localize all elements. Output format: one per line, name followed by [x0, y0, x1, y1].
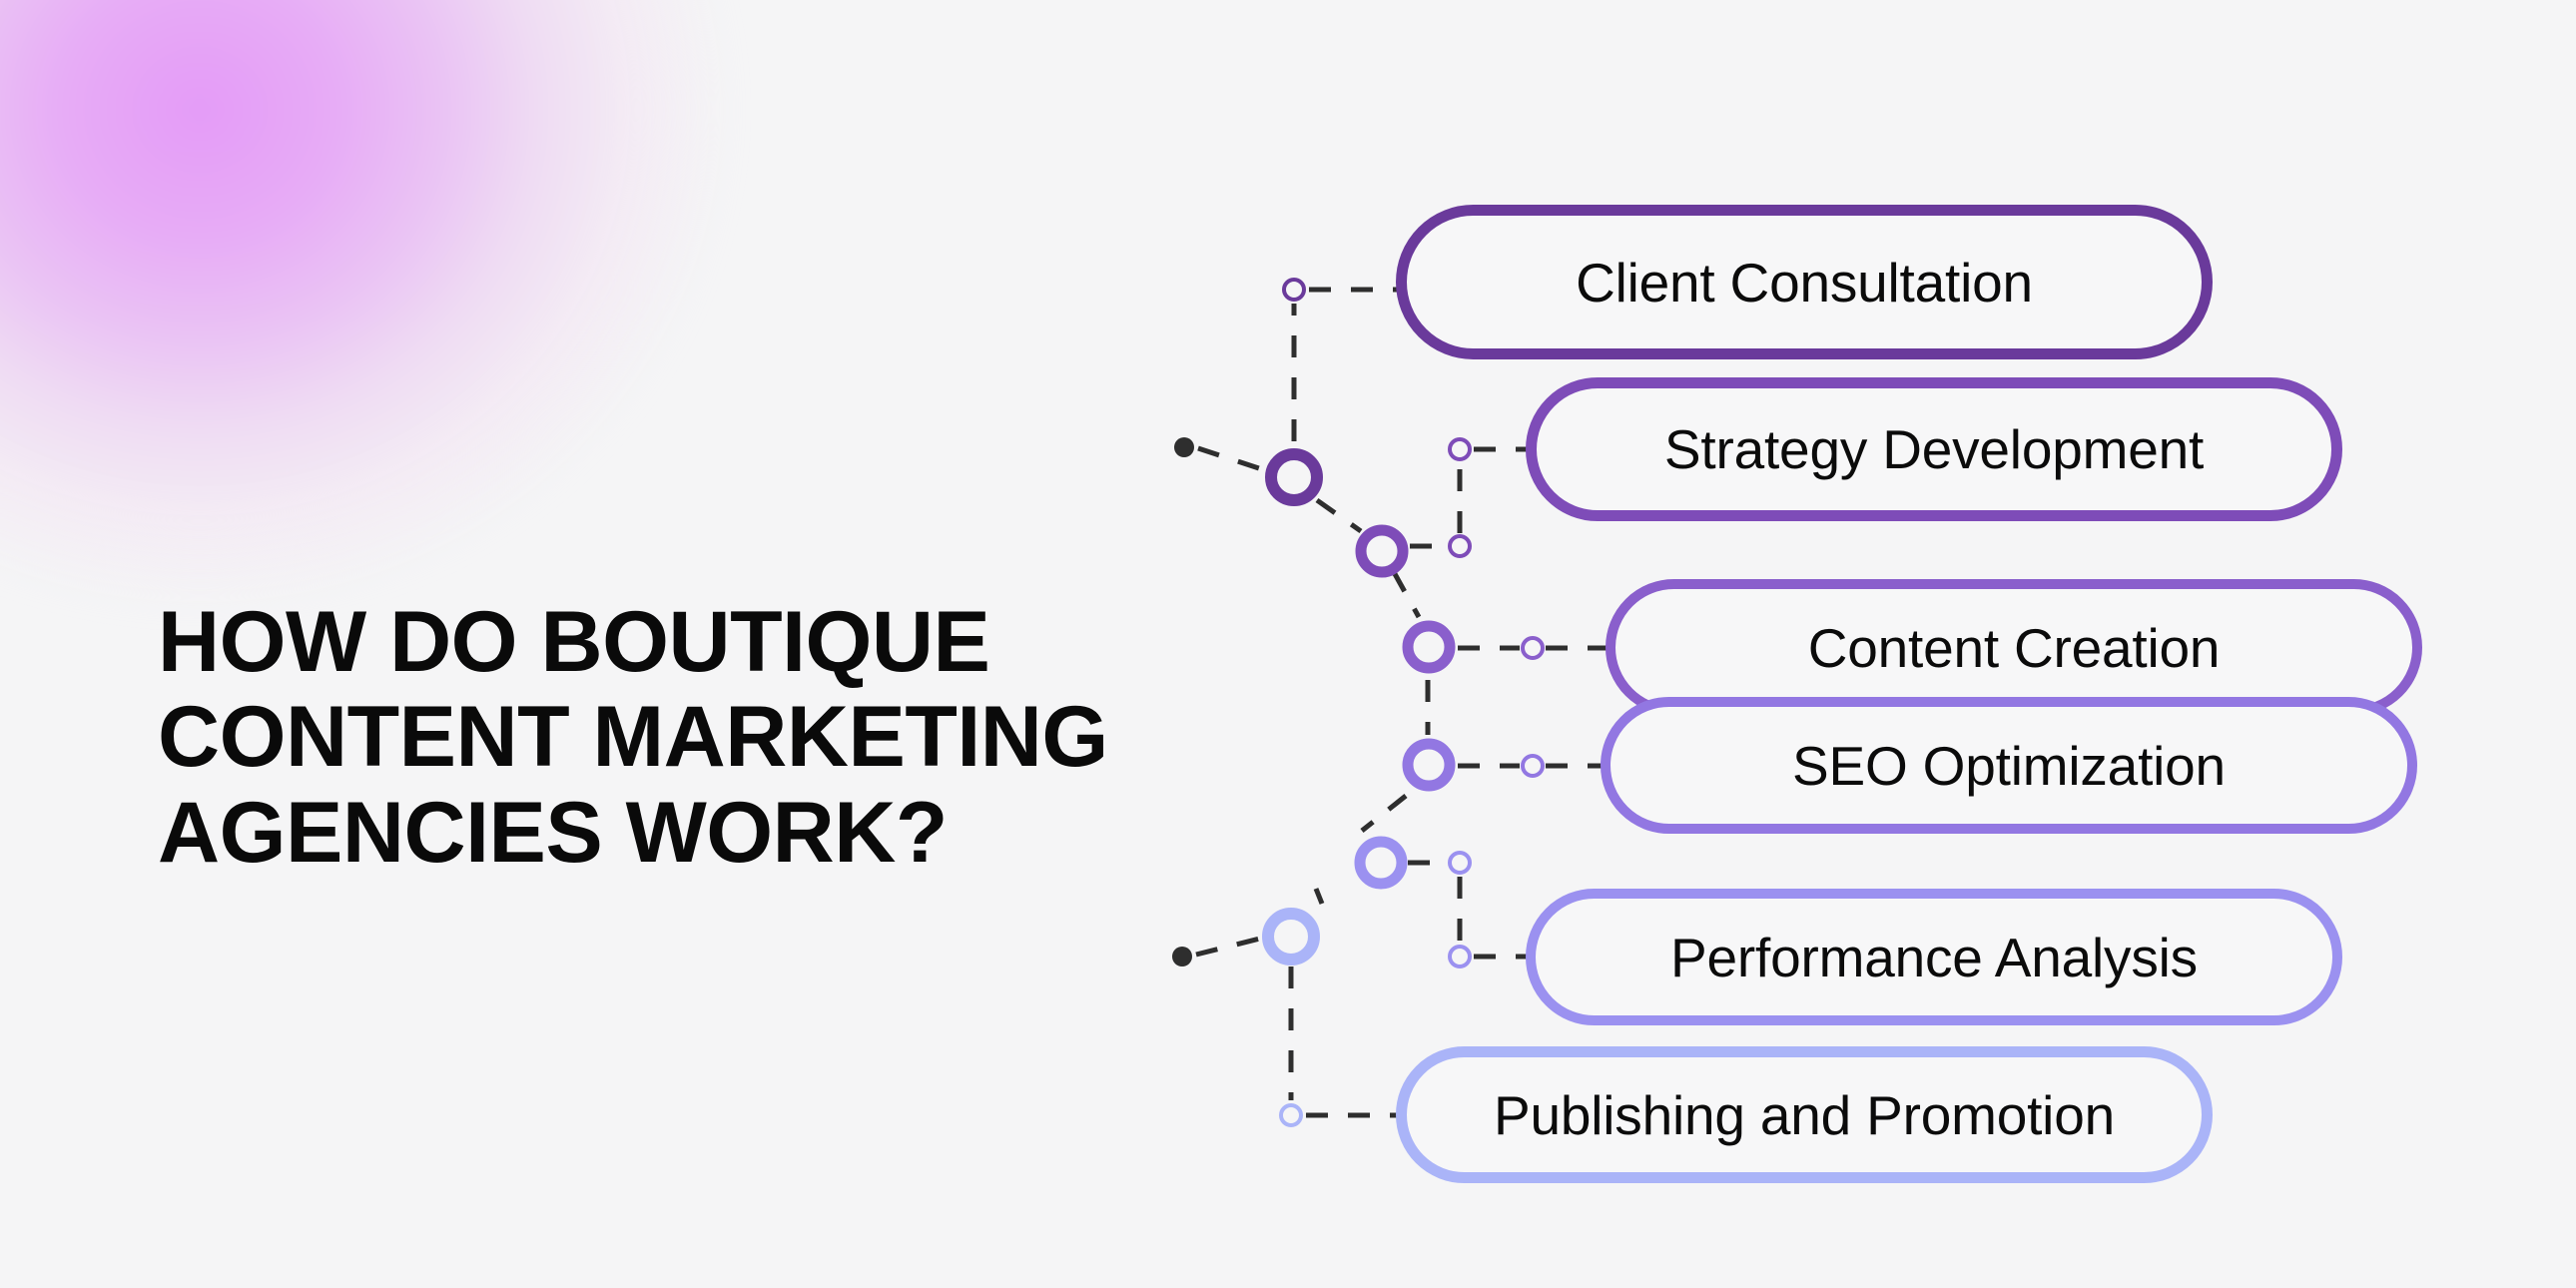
node-dot-pill-1 — [1282, 278, 1306, 302]
wire-anchor-to-ring-1 — [1197, 445, 1266, 473]
node-dot-pill-2-upper — [1448, 437, 1472, 461]
step-pill-1-label: Client Consultation — [1576, 251, 2033, 314]
step-ring-5 — [1354, 836, 1408, 890]
step-pill-1[interactable]: Client Consultation — [1396, 205, 2213, 359]
wire-ring-4-to-ring-5 — [1360, 794, 1408, 833]
step-pill-4[interactable]: SEO Optimization — [1601, 697, 2417, 834]
step-pill-6[interactable]: Publishing and Promotion — [1396, 1046, 2213, 1183]
wire-ring-1-to-ring-2 — [1315, 497, 1363, 534]
page-title: HOW DO BOUTIQUE CONTENT MARKETING AGENCI… — [158, 593, 1256, 881]
step-pill-5-label: Performance Analysis — [1670, 926, 2198, 988]
page-title-line-3: AGENCIES WORK? — [158, 784, 948, 881]
anchor-dot-upper — [1174, 437, 1194, 457]
node-dot-pill-4 — [1521, 754, 1545, 778]
step-pill-5[interactable]: Performance Analysis — [1526, 889, 2342, 1025]
step-ring-1 — [1265, 448, 1323, 506]
step-ring-2 — [1355, 524, 1409, 578]
anchor-dot-lower — [1172, 947, 1192, 966]
node-dot-pill-5-upper — [1448, 851, 1472, 875]
step-pill-3[interactable]: Content Creation — [1606, 579, 2422, 716]
wire-ring-2-to-ring-3 — [1391, 570, 1422, 619]
step-pill-4-label: SEO Optimization — [1792, 734, 2226, 797]
wire-anchor-to-ring-6 — [1195, 936, 1261, 958]
step-ring-3 — [1402, 620, 1456, 674]
node-dot-pill-6 — [1279, 1103, 1303, 1127]
step-ring-6 — [1262, 908, 1320, 966]
wire-ring-5-to-ring-6 — [1313, 888, 1325, 905]
node-dot-pill-3 — [1521, 636, 1545, 660]
step-pill-2[interactable]: Strategy Development — [1526, 377, 2342, 521]
step-pill-3-label: Content Creation — [1807, 616, 2221, 679]
page-title-line-1: HOW DO BOUTIQUE — [158, 593, 990, 690]
step-pill-6-label: Publishing and Promotion — [1494, 1083, 2115, 1146]
page-title-line-2: CONTENT MARKETING — [158, 689, 1108, 786]
step-ring-4 — [1402, 738, 1456, 792]
node-dot-pill-5-lower — [1448, 945, 1472, 968]
node-dot-pill-2-lower — [1448, 534, 1472, 558]
step-pill-2-label: Strategy Development — [1663, 418, 2205, 480]
